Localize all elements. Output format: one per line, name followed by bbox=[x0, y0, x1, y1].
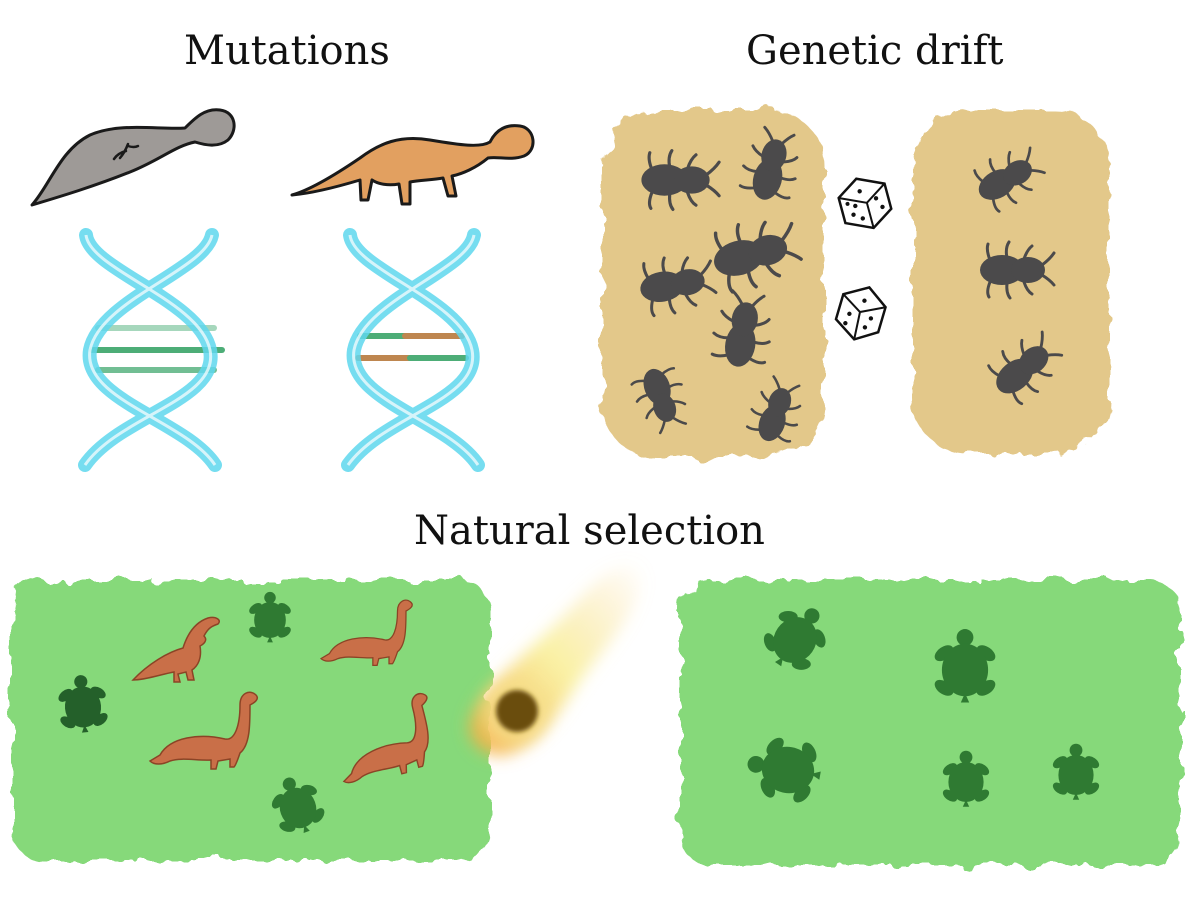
genetic-drift-panel bbox=[602, 110, 1109, 458]
dna-helix-original bbox=[78, 228, 225, 472]
mutations-title: Mutations bbox=[184, 28, 390, 74]
meteor bbox=[469, 564, 642, 756]
dice-icon bbox=[834, 285, 887, 341]
dice-icon bbox=[837, 177, 893, 230]
original-creature bbox=[30, 108, 236, 207]
genetic-drift-title: Genetic drift bbox=[746, 28, 1004, 74]
natural-selection-title: Natural selection bbox=[414, 508, 765, 554]
habitat-after bbox=[680, 580, 1180, 865]
dna-helix-mutated bbox=[341, 228, 485, 472]
mutated-creature bbox=[290, 124, 535, 206]
mutations-panel bbox=[30, 108, 535, 472]
natural-selection-panel bbox=[12, 564, 1180, 865]
